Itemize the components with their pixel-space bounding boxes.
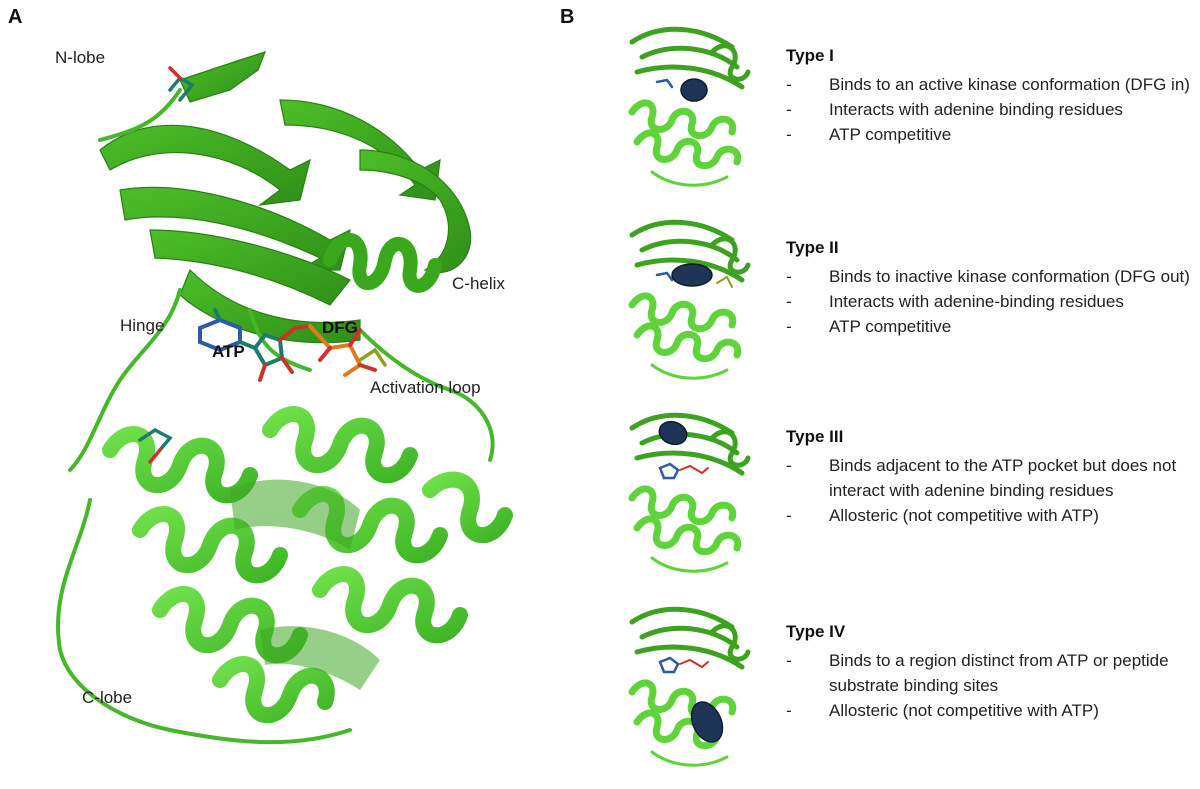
type-i-thumbnail: [628, 26, 751, 187]
kinase-structure-illustration: [56, 51, 513, 745]
hinge-label: Hinge: [120, 316, 165, 335]
type-ii-bullet-text: ATP competitive: [829, 317, 952, 336]
type-iii-thumbnail: [628, 412, 751, 573]
type-iv-bullet-text: Binds to a region distinct from ATP or p…: [829, 651, 1169, 695]
type-iv-inhibitor-marker: [690, 701, 724, 743]
n-lobe-label: N-lobe: [55, 48, 106, 67]
bullet-dash: -: [786, 100, 792, 119]
type-iv-description: Type IV - Binds to a region distinct from…: [786, 622, 1196, 723]
type-i-bullet-text: ATP competitive: [829, 125, 952, 144]
type-ii-bullet: - ATP competitive: [786, 314, 1196, 339]
type-iv-bullet-text: Allosteric (not competitive with ATP): [829, 701, 1099, 720]
type-iii-inhibitor-marker: [658, 420, 688, 446]
bullet-dash: -: [786, 456, 792, 475]
c-helix-label: C-helix: [452, 274, 505, 293]
type-iii-bullet: - Binds adjacent to the ATP pocket but do…: [786, 453, 1196, 503]
dfg-label: DFG: [322, 318, 358, 337]
type-i-inhibitor-marker: [680, 78, 708, 102]
type-i-bullet-text: Interacts with adenine binding residues: [829, 100, 1123, 119]
bullet-dash: -: [786, 317, 792, 336]
type-i-title: Type I: [786, 46, 834, 65]
bullet-dash: -: [786, 292, 792, 311]
type-iii-bullet: - Allosteric (not competitive with ATP): [786, 503, 1196, 528]
type-ii-bullet: - Interacts with adenine-binding residues: [786, 289, 1196, 314]
type-i-bullet: - ATP competitive: [786, 122, 1196, 147]
type-ii-title: Type II: [786, 238, 839, 257]
panel-a-letter: A: [8, 6, 23, 28]
bullet-dash: -: [786, 506, 792, 525]
type-i-bullet: - Binds to an active kinase conformation …: [786, 72, 1196, 97]
type-ii-description: Type II - Binds to inactive kinase confor…: [786, 238, 1196, 339]
c-helix-ribbon: [323, 233, 442, 293]
type-iv-thumbnail: [628, 606, 751, 767]
type-i-bullet: - Interacts with adenine binding residues: [786, 97, 1196, 122]
c-lobe-ribbon: [102, 406, 513, 723]
type-ii-bullet: - Binds to inactive kinase conformation (…: [786, 264, 1196, 289]
bullet-dash: -: [786, 651, 792, 670]
type-ii-bullet-text: Interacts with adenine-binding residues: [829, 292, 1124, 311]
c-lobe-label: C-lobe: [82, 688, 133, 707]
type-i-bullet-text: Binds to an active kinase conformation (…: [829, 75, 1190, 94]
type-ii-thumbnail: [628, 219, 751, 380]
type-iv-title: Type IV: [786, 622, 846, 641]
bullet-dash: -: [786, 701, 792, 720]
atp-label: ATP: [212, 342, 245, 361]
type-iii-bullet-text: Allosteric (not competitive with ATP): [829, 506, 1099, 525]
type-iii-description: Type III - Binds adjacent to the ATP pock…: [786, 427, 1196, 528]
residue-sticks: [138, 66, 387, 464]
bullet-dash: -: [786, 125, 792, 144]
bullet-dash: -: [786, 75, 792, 94]
panel-b-letter: B: [560, 6, 575, 28]
atp-molecule: [198, 308, 377, 382]
type-i-description: Type I - Binds to an active kinase confor…: [786, 46, 1196, 147]
type-iii-title: Type III: [786, 427, 844, 446]
activation-loop-label: Activation loop: [370, 378, 481, 397]
type-iii-bullet-text: Binds adjacent to the ATP pocket but doe…: [829, 456, 1177, 500]
type-ii-bullet-text: Binds to inactive kinase conformation (D…: [829, 267, 1190, 286]
bullet-dash: -: [786, 267, 792, 286]
type-ii-inhibitor-marker: [671, 263, 713, 287]
n-lobe-ribbon: [99, 51, 472, 344]
type-iv-bullet: - Allosteric (not competitive with ATP): [786, 698, 1196, 723]
type-iv-bullet: - Binds to a region distinct from ATP or …: [786, 648, 1196, 698]
